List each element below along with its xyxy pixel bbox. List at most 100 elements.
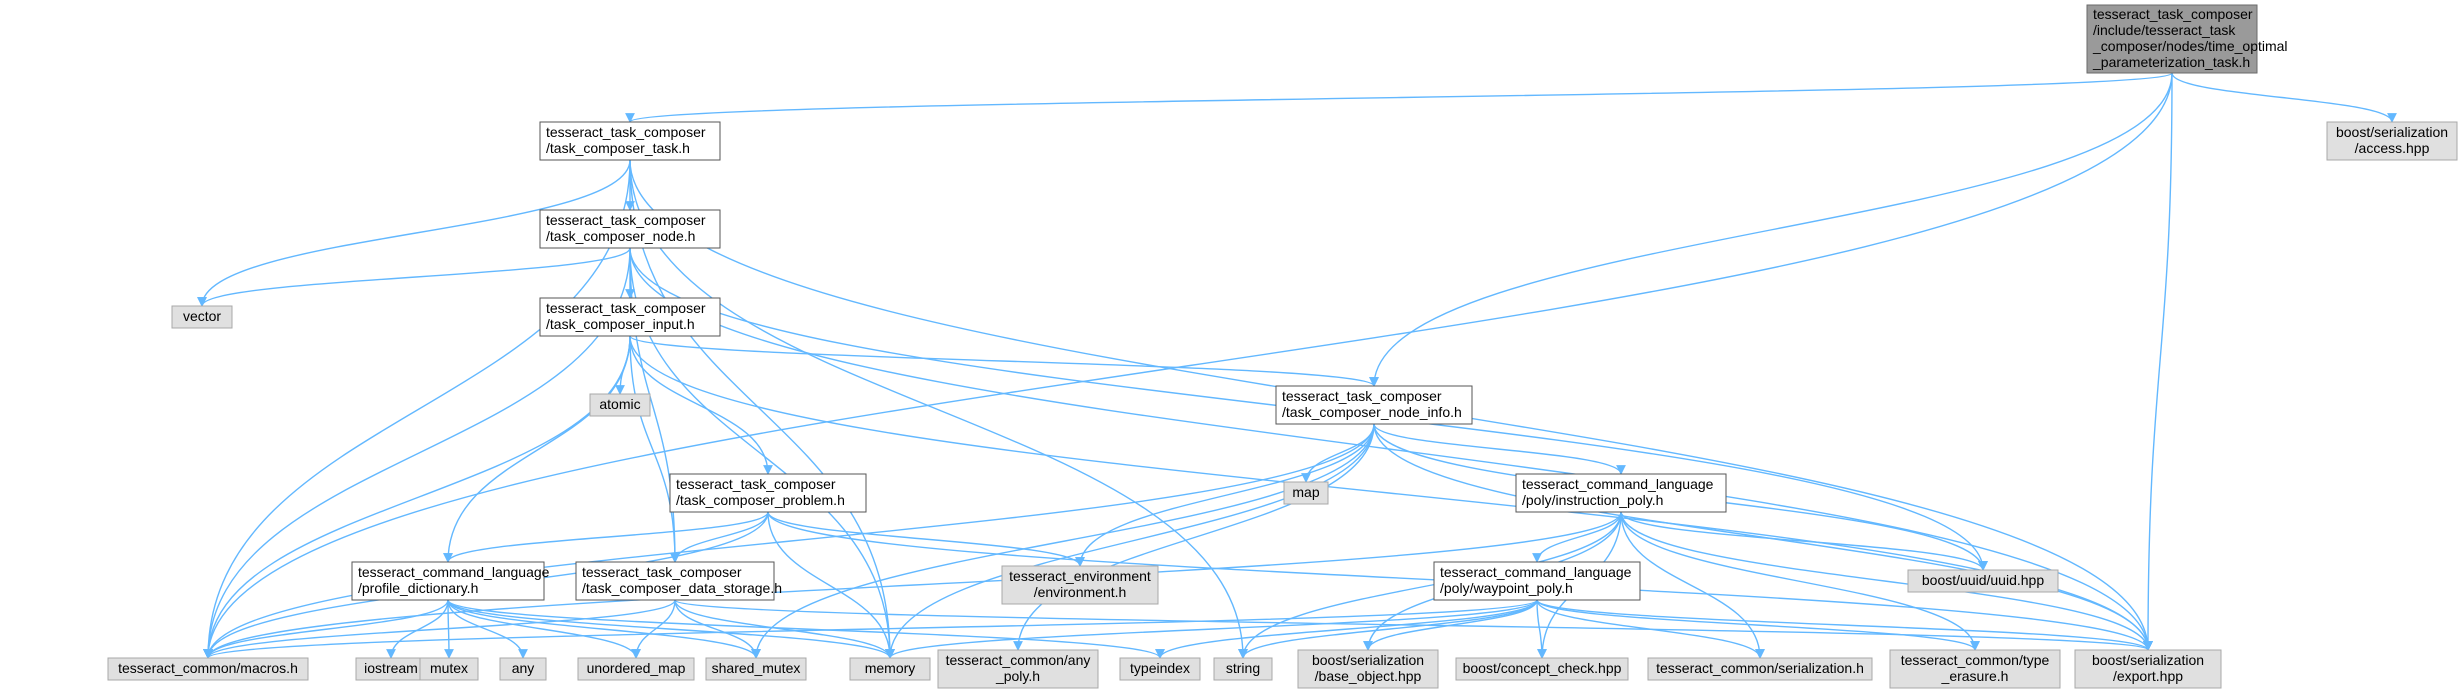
node-instruction[interactable]: tesseract_command_language/poly/instruct…	[1515, 473, 1727, 513]
edge-task-to-macros	[203, 159, 631, 659]
node-label-line: _poly.h	[995, 668, 1040, 684]
edge-nodeinfo-to-map	[1301, 423, 1375, 483]
node-box	[2326, 121, 2458, 161]
node-box	[1283, 481, 1329, 505]
edge-nodeinfo-to-shared_mutex	[751, 423, 1375, 659]
edge-problem-to-datastorage	[670, 511, 769, 563]
node-label-line: tesseract_task_composer	[546, 124, 706, 140]
node-label-line: _composer/nodes/time_optimal	[2092, 38, 2288, 54]
node-box	[539, 297, 721, 337]
node-label-line: tesseract_task_composer	[676, 476, 836, 492]
edge-datastorage-to-memory	[674, 599, 895, 659]
node-datastorage[interactable]: tesseract_task_composer/task_composer_da…	[575, 561, 782, 601]
node-box	[351, 561, 545, 601]
node-macros: tesseract_common/macros.h	[107, 657, 309, 681]
node-box	[419, 657, 479, 681]
node-uuid: boost/uuid/uuid.hpp	[1907, 569, 2059, 593]
node-box	[589, 393, 651, 417]
edge-input-to-datastorage	[629, 335, 680, 563]
node-node[interactable]: tesseract_task_composer/task_composer_no…	[539, 209, 721, 249]
node-box	[1515, 473, 1727, 513]
node-nodeinfo[interactable]: tesseract_task_composer/task_composer_no…	[1275, 385, 1473, 425]
edge-root-to-access	[2171, 72, 2397, 123]
edge-problem-to-environment	[767, 511, 1085, 567]
edge-datastorage-to-export	[674, 599, 2153, 651]
node-iostream: iostream	[355, 657, 427, 681]
node-label-line: tesseract_task_composer	[546, 212, 706, 228]
node-label-line: tesseract_command_language	[358, 564, 550, 580]
node-memory: memory	[849, 657, 931, 681]
edge-instruction-to-macros	[203, 511, 1622, 659]
node-task[interactable]: tesseract_task_composer/task_composer_ta…	[539, 121, 721, 161]
edge-profile-to-any	[447, 599, 528, 659]
edge-waypoint-to-export	[1536, 599, 2153, 651]
node-map: map	[1283, 481, 1329, 505]
edge-input-to-nodeinfo	[629, 335, 1379, 387]
node-any: any	[499, 657, 547, 681]
node-label-line: /base_object.hpp	[1315, 668, 1422, 684]
node-box	[499, 657, 547, 681]
node-label-line: /include/tesseract_task	[2093, 22, 2236, 38]
node-label-line: any	[512, 660, 535, 676]
node-box	[1001, 565, 1159, 605]
node-box	[539, 209, 721, 249]
node-label-line: unordered_map	[587, 660, 686, 676]
node-label-line: tesseract_common/type	[1901, 652, 2050, 668]
node-box	[107, 657, 309, 681]
node-label-line: /task_composer_task.h	[546, 140, 690, 156]
edge-instruction-to-typeerasure	[1620, 511, 1980, 651]
edge-task-to-vector	[197, 159, 631, 307]
node-export: boost/serialization/export.hpp	[2074, 649, 2222, 689]
node-vector: vector	[171, 305, 233, 329]
node-problem[interactable]: tesseract_task_composer/task_composer_pr…	[669, 473, 867, 513]
node-box	[577, 657, 695, 681]
edge-instruction-to-export	[1620, 511, 2153, 651]
node-label-line: tesseract_command_language	[1522, 476, 1714, 492]
node-label-line: boost/serialization	[2092, 652, 2204, 668]
node-input[interactable]: tesseract_task_composer/task_composer_in…	[539, 297, 721, 337]
node-typeindex: typeindex	[1119, 657, 1201, 681]
node-typeerasure: tesseract_common/type_erasure.h	[1889, 649, 2061, 689]
edge-root-to-nodeinfo	[1369, 72, 2173, 387]
node-serialization: tesseract_common/serialization.h	[1647, 657, 1873, 681]
node-box	[1907, 569, 2059, 593]
node-box	[1455, 657, 1629, 681]
edge-root-to-macros	[203, 72, 2173, 659]
node-mutex: mutex	[419, 657, 479, 681]
node-label-line: tesseract_task_composer	[546, 300, 706, 316]
edge-nodeinfo-to-macros	[203, 423, 1375, 659]
node-box	[1297, 649, 1439, 689]
edge-datastorage-to-unordered_map	[631, 599, 676, 659]
node-anypoly: tesseract_common/any_poly.h	[937, 649, 1099, 689]
edge-task-to-string	[629, 159, 1248, 659]
node-box	[1647, 657, 1873, 681]
edge-problem-to-memory	[767, 511, 895, 659]
node-label-line: /access.hpp	[2355, 140, 2430, 156]
node-string: string	[1213, 657, 1273, 681]
edge-root-to-task	[625, 72, 2173, 123]
node-access: boost/serialization/access.hpp	[2326, 121, 2458, 161]
node-label-line: /environment.h	[1034, 584, 1127, 600]
edge-problem-to-profile	[443, 511, 769, 563]
node-label-line: /poly/waypoint_poly.h	[1440, 580, 1573, 596]
node-profile[interactable]: tesseract_command_language/profile_dicti…	[351, 561, 550, 601]
edge-nodeinfo-to-instruction	[1373, 423, 1626, 475]
node-box	[705, 657, 807, 681]
node-box	[849, 657, 931, 681]
edge-root-to-export	[2143, 72, 2173, 651]
node-label-line: tesseract_common/macros.h	[118, 660, 298, 676]
node-waypoint[interactable]: tesseract_command_language/poly/waypoint…	[1433, 561, 1641, 601]
edge-input-to-macros	[203, 335, 631, 659]
edge-datastorage-to-macros	[203, 599, 676, 659]
node-label-line: /poly/instruction_poly.h	[1522, 492, 1663, 508]
edge-profile-to-shared_mutex	[447, 599, 761, 659]
edge-instruction-to-waypoint	[1532, 511, 1622, 563]
node-label-line: boost/uuid/uuid.hpp	[1922, 572, 2044, 588]
node-environment: tesseract_environment/environment.h	[1001, 565, 1159, 605]
node-label-line: iostream	[364, 660, 418, 676]
node-box	[1433, 561, 1641, 601]
node-label-line: tesseract_task_composer	[582, 564, 742, 580]
edge-datastorage-to-shared_mutex	[674, 599, 761, 659]
node-label-line: _erasure.h	[1941, 668, 2009, 684]
edge-waypoint-to-baseobject	[1363, 599, 1538, 651]
